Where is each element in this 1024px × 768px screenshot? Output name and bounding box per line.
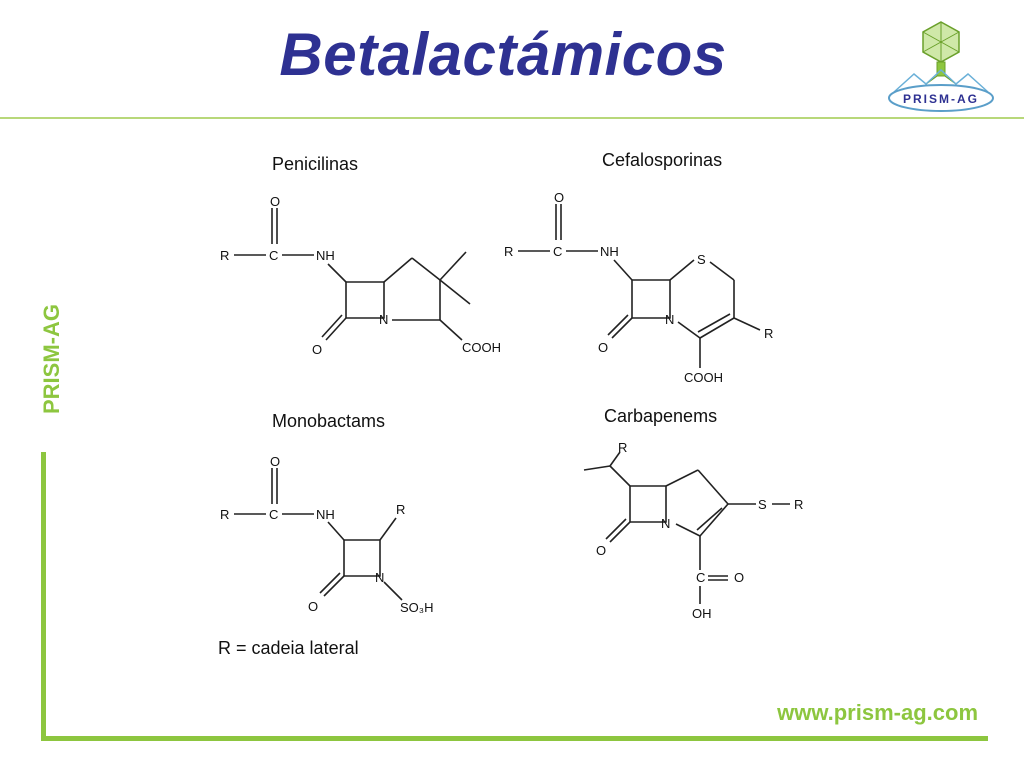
heading-penicilinas: Penicilinas: [272, 154, 358, 174]
carb-atom-o-right: O: [734, 570, 744, 585]
carb-atom-r-top: R: [618, 440, 627, 455]
slide-title: Betalactámicos: [279, 21, 727, 88]
pen-atom-o-top: O: [270, 194, 280, 209]
cef-atom-o-bottom: O: [598, 340, 608, 355]
pen-atom-n: N: [379, 312, 388, 327]
side-label: PRISM-AG: [39, 304, 64, 414]
mono-atom-r-right: R: [396, 502, 405, 517]
bottom-divider: [41, 736, 988, 741]
top-divider: [0, 117, 1024, 119]
cef-atom-nh: NH: [600, 244, 619, 259]
carb-atom-c: C: [696, 570, 705, 585]
mono-atom-r: R: [220, 507, 229, 522]
heading-cefalosporinas: Cefalosporinas: [602, 150, 722, 170]
mono-atom-nh: NH: [316, 507, 335, 522]
mono-atom-o-bottom: O: [308, 599, 318, 614]
carb-atom-r-right: R: [794, 497, 803, 512]
footer-url: www.prism-ag.com: [777, 700, 978, 725]
heading-carbapenems: Carbapenems: [604, 406, 717, 426]
mono-atom-so3h: SO₃H: [400, 600, 433, 615]
carb-atom-o-bottom: O: [596, 543, 606, 558]
mono-atom-c: C: [269, 507, 278, 522]
beta-lactam-structures-diagram: Penicilinas Cefalosporinas Monobactams C…: [218, 150, 803, 658]
pen-atom-nh: NH: [316, 248, 335, 263]
mono-atom-o-top: O: [270, 454, 280, 469]
mono-atom-n: N: [375, 570, 384, 585]
cef-atom-n: N: [665, 312, 674, 327]
cef-atom-o-top: O: [554, 190, 564, 205]
side-divider: [41, 452, 46, 740]
carb-atom-oh: OH: [692, 606, 712, 621]
carb-atom-s: S: [758, 497, 767, 512]
monobactam-structure: [234, 468, 403, 601]
cef-atom-r: R: [504, 244, 513, 259]
virus-icon: [888, 21, 994, 112]
side-chain-note: R = cadeia lateral: [218, 638, 359, 658]
pen-atom-cooh: COOH: [462, 340, 501, 355]
pen-atom-r: R: [220, 248, 229, 263]
penicillin-structure: [234, 208, 471, 341]
cef-atom-r-right: R: [764, 326, 773, 341]
prism-ag-logo: PRISM-AG: [886, 18, 996, 114]
carbapenem-structure: [583, 451, 790, 604]
cef-atom-cooh: COOH: [684, 370, 723, 385]
pen-atom-o-bottom: O: [312, 342, 322, 357]
cephalosporin-structure: [518, 204, 761, 368]
pen-atom-c: C: [269, 248, 278, 263]
cef-atom-c: C: [553, 244, 562, 259]
logo-text: PRISM-AG: [903, 92, 979, 106]
cef-atom-s: S: [697, 252, 706, 267]
heading-monobactams: Monobactams: [272, 411, 385, 431]
carb-atom-n: N: [661, 516, 670, 531]
